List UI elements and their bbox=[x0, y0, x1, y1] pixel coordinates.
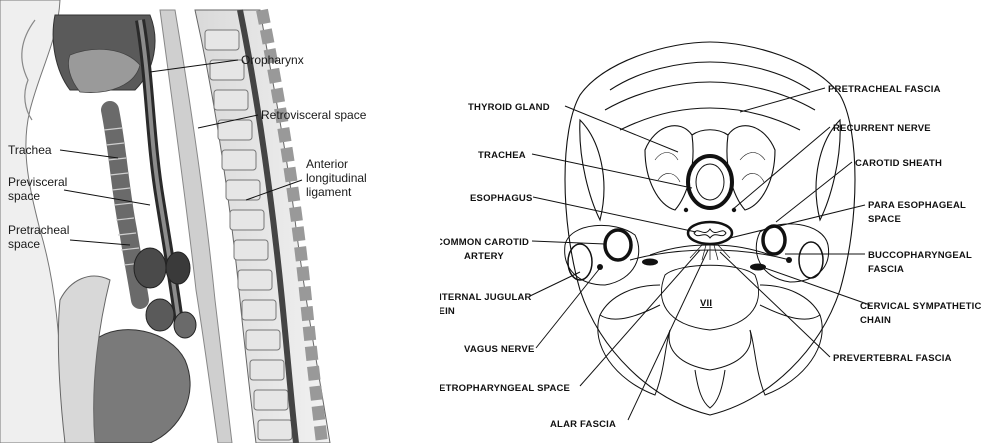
label-pretracheal-line2: space bbox=[8, 237, 40, 251]
label-internal-jugular-line2: VEIN bbox=[440, 306, 455, 317]
label-alar-fascia: ALAR FASCIA bbox=[550, 419, 616, 430]
axial-neck-diagram: VII THYROID GLAND TRACHEA ESOPHAGUS COMM… bbox=[440, 0, 981, 443]
thyroid-left-lobe bbox=[645, 126, 693, 210]
great-vessel-1 bbox=[134, 248, 166, 288]
great-vessel-3 bbox=[146, 299, 174, 331]
label-anterior-line3: ligament bbox=[306, 185, 352, 199]
label-esophagus: ESOPHAGUS bbox=[470, 193, 533, 204]
label-oropharynx: Oropharynx bbox=[241, 53, 304, 67]
label-buccopharyngeal-line2: FASCIA bbox=[868, 264, 904, 275]
label-common-carotid-line2: ARTERY bbox=[464, 251, 504, 262]
label-pretracheal-line1: Pretracheal bbox=[8, 223, 69, 237]
label-buccopharyngeal-line1: BUCCOPHARYNGEAL bbox=[868, 250, 972, 261]
label-paraesophageal-line1: PARA ESOPHAGEAL bbox=[868, 200, 966, 211]
vagus-left bbox=[597, 264, 603, 270]
great-vessel-4 bbox=[174, 312, 196, 338]
label-vagus-nerve: VAGUS NERVE bbox=[464, 344, 534, 355]
sympathetic-chain-left bbox=[642, 259, 658, 266]
vertebral-arch bbox=[669, 330, 751, 370]
label-vertebra-vii: VII bbox=[700, 298, 712, 309]
transverse-process-right bbox=[760, 285, 820, 319]
thyroid-isthmus bbox=[692, 130, 728, 135]
label-previsceral-line1: Previsceral bbox=[8, 175, 67, 189]
label-internal-jugular-line1: INTERNAL JUGULAR bbox=[440, 292, 532, 303]
strap-muscles bbox=[605, 62, 815, 130]
label-recurrent-nerve: RECURRENT NERVE bbox=[833, 123, 931, 134]
posterior-muscles-right bbox=[750, 315, 822, 395]
label-prevertebral-fascia: PREVERTEBRAL FASCIA bbox=[833, 353, 952, 364]
label-previsceral-line2: space bbox=[8, 189, 40, 203]
sympathetic-chain-right bbox=[750, 264, 766, 271]
sagittal-neck-illustration: Oropharynx Retrovisceral space Trachea P… bbox=[0, 0, 440, 443]
label-anterior-line2: longitudinal bbox=[306, 171, 367, 185]
recurrent-nerve-left bbox=[684, 208, 688, 212]
spinous-process bbox=[695, 370, 725, 408]
label-cervical-sympathetic-line2: CHAIN bbox=[860, 315, 891, 326]
label-trachea-axial: TRACHEA bbox=[478, 150, 526, 161]
trachea-lumen bbox=[696, 164, 724, 200]
posterior-muscles-left bbox=[598, 315, 670, 395]
label-trachea: Trachea bbox=[8, 143, 52, 157]
thyroid-right-lobe bbox=[727, 126, 775, 210]
common-carotid-left bbox=[605, 230, 631, 260]
label-carotid-sheath: CAROTID SHEATH bbox=[855, 158, 942, 169]
sagittal-neck-svg: Oropharynx Retrovisceral space Trachea P… bbox=[0, 0, 440, 443]
label-pretracheal-fascia: PRETRACHEAL FASCIA bbox=[828, 84, 941, 95]
internal-jugular-left bbox=[568, 244, 592, 280]
fascial-fan-lines bbox=[690, 245, 730, 260]
label-paraesophageal-line2: SPACE bbox=[868, 214, 901, 225]
label-anterior-line1: Anterior bbox=[306, 157, 348, 171]
great-vessel-2 bbox=[166, 252, 190, 284]
scm-right bbox=[816, 120, 840, 220]
scm-left bbox=[580, 120, 604, 220]
neck-silhouette bbox=[0, 0, 65, 443]
label-retropharyngeal-space: RETROPHARYNGEAL SPACE bbox=[440, 383, 570, 394]
transverse-process-left bbox=[600, 285, 660, 319]
common-carotid-right bbox=[763, 226, 785, 254]
esophagus bbox=[688, 222, 732, 244]
label-retrovisceral-space: Retrovisceral space bbox=[261, 108, 367, 122]
axial-neck-svg: VII THYROID GLAND TRACHEA ESOPHAGUS COMM… bbox=[440, 0, 981, 443]
label-cervical-sympathetic-line1: CERVICAL SYMPATHETIC bbox=[860, 301, 981, 312]
heart bbox=[83, 330, 190, 443]
axial-leader-lines bbox=[530, 88, 870, 420]
label-thyroid-gland: THYROID GLAND bbox=[468, 102, 550, 113]
label-common-carotid-line1: COMMON CAROTID bbox=[440, 237, 529, 248]
